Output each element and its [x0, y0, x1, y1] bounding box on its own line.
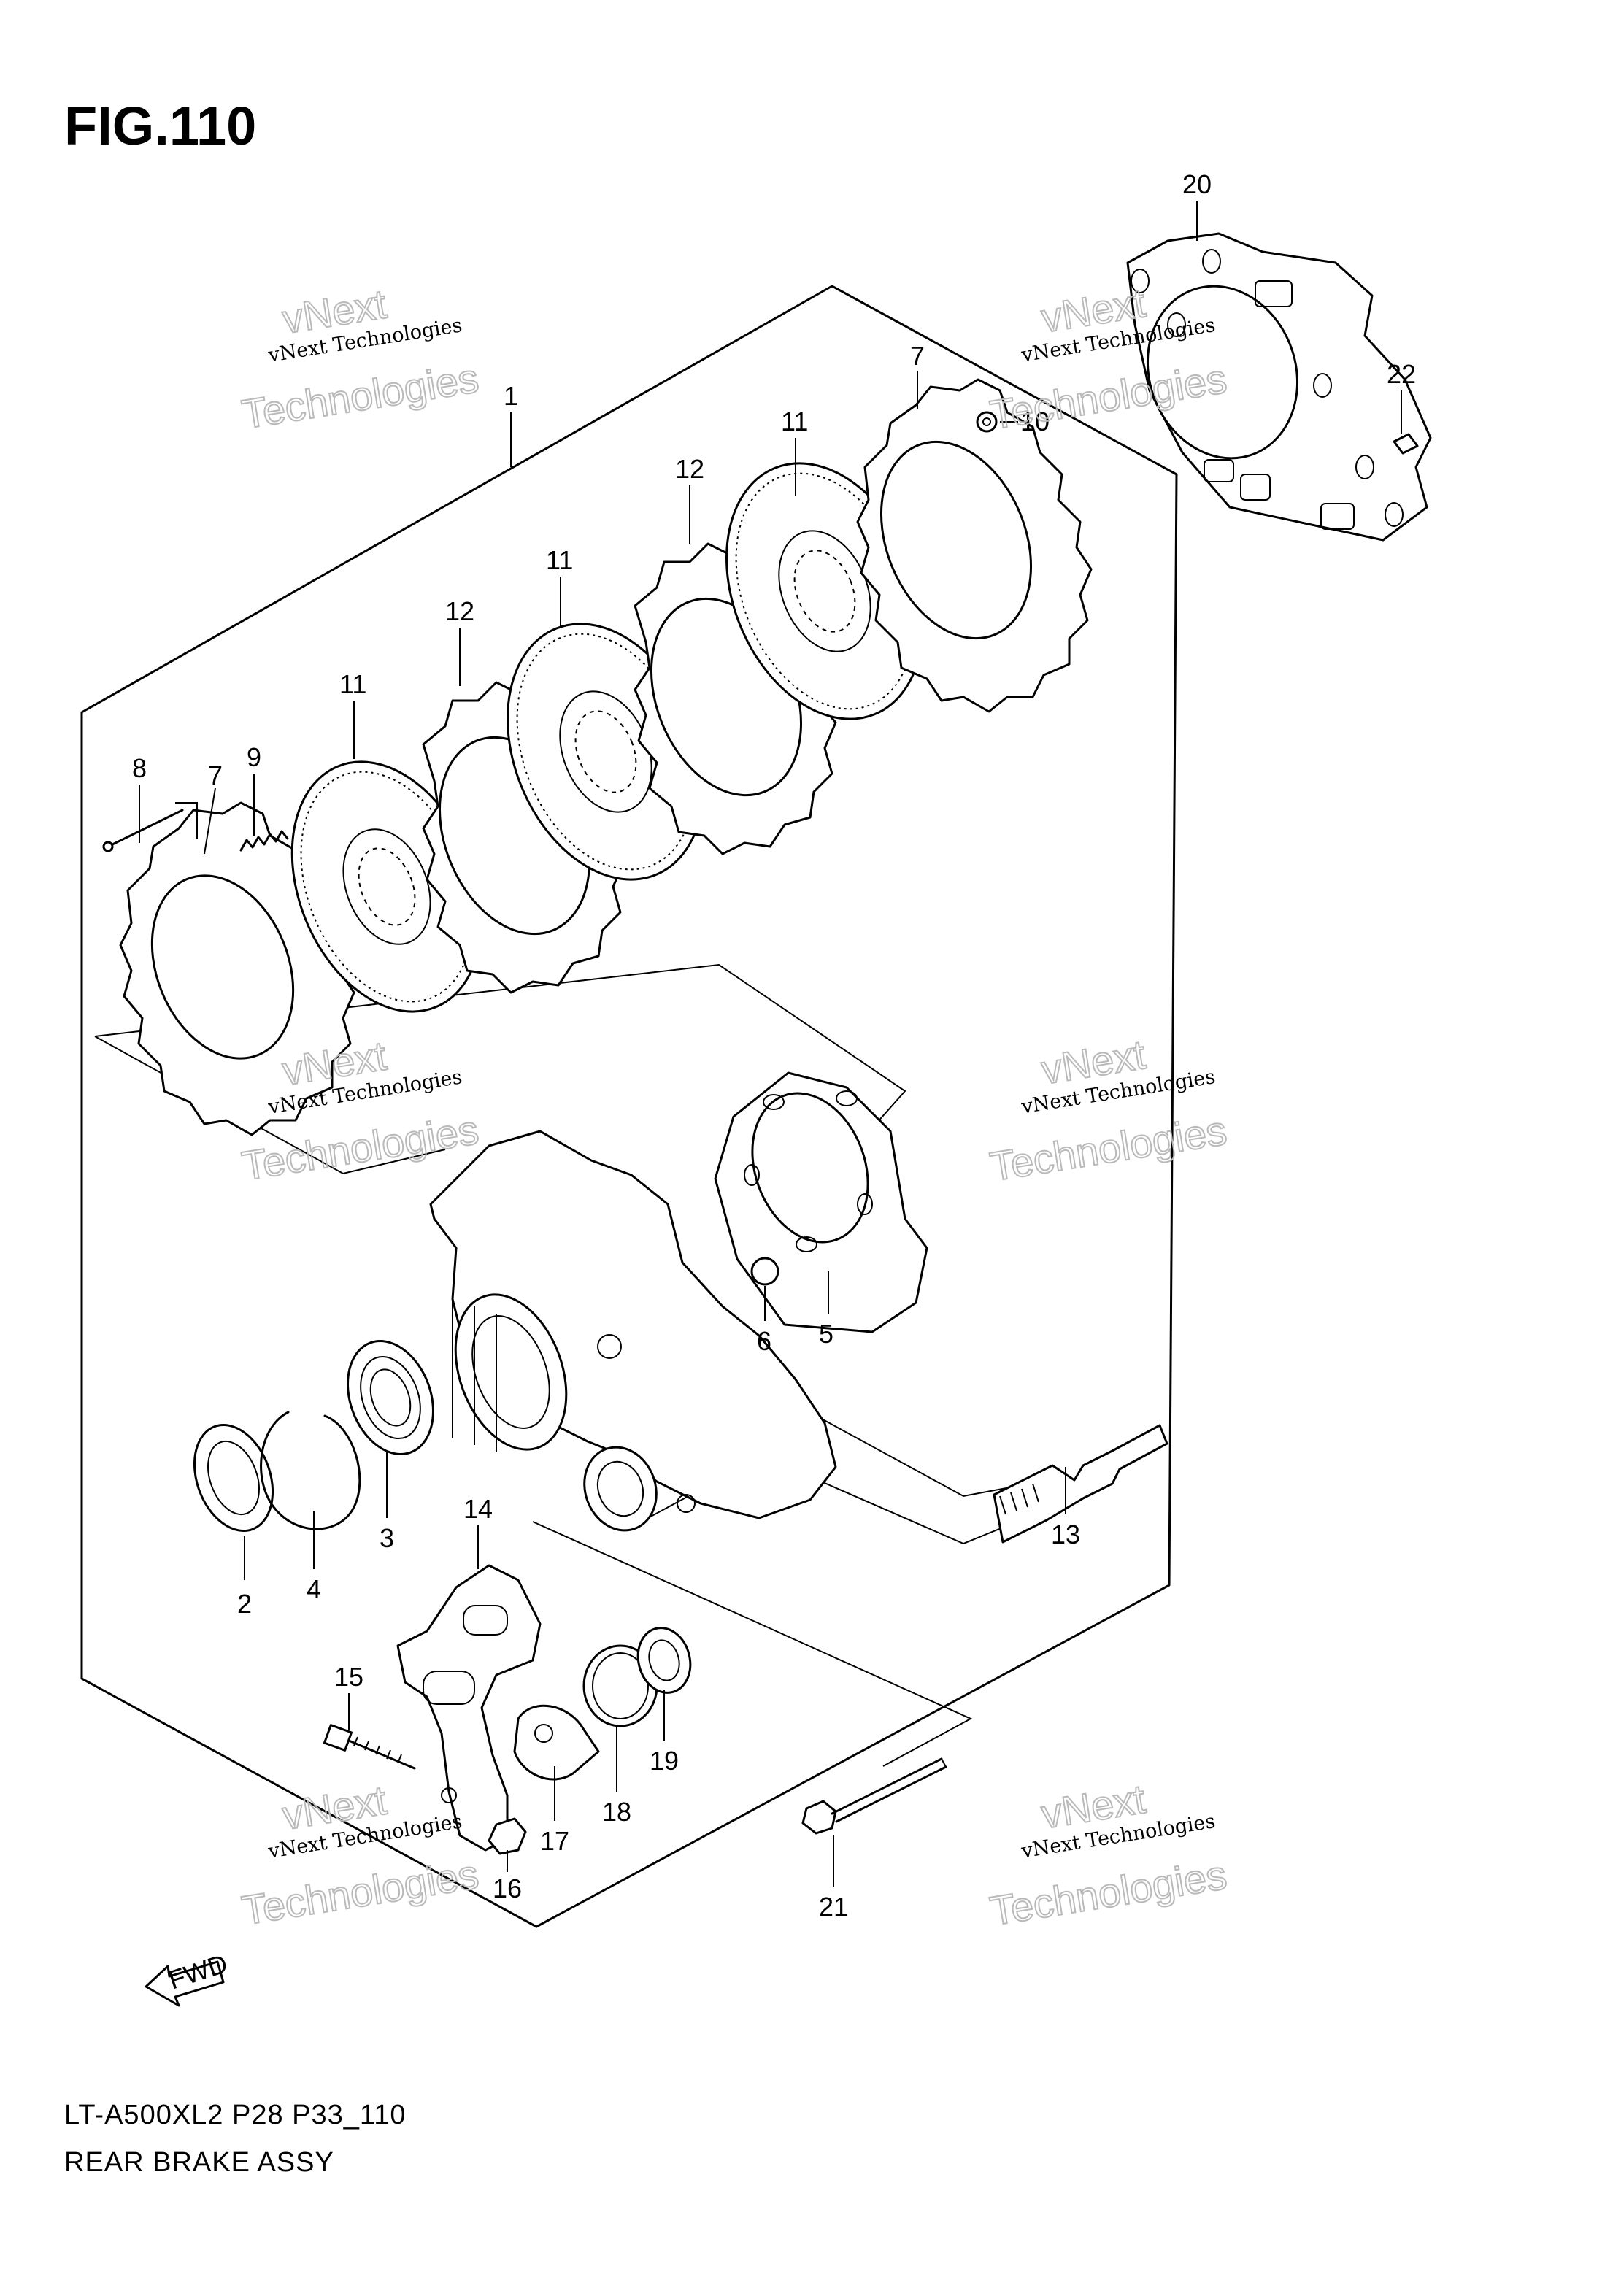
callout-11-middle: 11 — [546, 545, 573, 575]
callout-15: 15 — [334, 1662, 363, 1692]
bolt-15 — [323, 1724, 416, 1770]
watermark-top-left: vNext vNext Technologies Technologies — [238, 280, 482, 438]
callout-11-right: 11 — [781, 407, 808, 436]
callout-7-left: 7 — [208, 760, 223, 790]
callout-7-right: 7 — [910, 341, 925, 371]
bracket-5 — [714, 1071, 928, 1333]
clip-10 — [976, 411, 998, 433]
callout-3: 3 — [380, 1523, 394, 1553]
bracket-shaft — [762, 1386, 1023, 1498]
dowel-22 — [1393, 433, 1419, 455]
brake-housing — [429, 1130, 837, 1532]
callout-12-left: 12 — [445, 596, 474, 626]
leader-lines — [139, 201, 1402, 1887]
watermark-bottom-right: vNext vNext Technologies Technologies — [986, 1775, 1231, 1935]
callout-6: 6 — [757, 1326, 771, 1356]
seal-19 — [636, 1627, 692, 1694]
spring-9 — [239, 830, 289, 852]
figure-title: FIG.110 — [64, 96, 256, 156]
assembly-outline — [80, 285, 1178, 1928]
callout-18: 18 — [602, 1797, 631, 1827]
svg-text:Technologies: Technologies — [239, 355, 482, 437]
callout-20: 20 — [1182, 169, 1212, 199]
lever-14 — [396, 1564, 542, 1852]
callout-22: 22 — [1387, 359, 1416, 389]
callout-9: 9 — [247, 742, 261, 772]
svg-text:Technologies: Technologies — [987, 1107, 1230, 1190]
fwd-arrow: FWD — [145, 1948, 231, 2007]
watermark-middle-right: vNext vNext Technologies Technologies — [986, 1030, 1231, 1190]
footer-model-code: LT-A500XL2 P28 P33_110 — [64, 2100, 407, 2130]
nut-16 — [488, 1817, 527, 1855]
callout-2: 2 — [237, 1589, 252, 1619]
bearing-3 — [347, 1340, 434, 1455]
plate-7-right — [856, 378, 1093, 713]
bolt-21 — [801, 1757, 947, 1835]
svg-text:Technologies: Technologies — [239, 1851, 482, 1933]
callout-labels: 1 2 3 5 6 4 7 7 8 9 10 11 11 11 12 12 13… — [132, 169, 1416, 1922]
pin-8 — [102, 802, 198, 852]
callout-5: 5 — [819, 1319, 833, 1349]
circlip-4 — [260, 1411, 361, 1530]
shaft-13 — [993, 1424, 1168, 1544]
callout-1: 1 — [504, 381, 518, 411]
callout-14: 14 — [463, 1494, 493, 1524]
gasket-20 — [1126, 232, 1432, 542]
callout-11-left: 11 — [339, 669, 366, 699]
callout-4: 4 — [307, 1574, 321, 1604]
ball-6 — [750, 1257, 779, 1286]
bracket-lower — [532, 1521, 973, 1767]
callout-12-right: 12 — [675, 454, 704, 484]
callout-21: 21 — [819, 1892, 848, 1922]
callout-10: 10 — [1020, 407, 1050, 436]
seal-2 — [193, 1423, 274, 1533]
watermark-bottom-left: vNext vNext Technologies Technologies — [238, 1776, 482, 1934]
callout-8: 8 — [132, 753, 147, 783]
callout-16: 16 — [493, 1873, 522, 1903]
footer-assembly-name: REAR BRAKE ASSY — [64, 2147, 334, 2178]
callout-13: 13 — [1051, 1519, 1080, 1549]
plate-17 — [513, 1704, 600, 1781]
callout-17: 17 — [540, 1826, 569, 1856]
callout-19: 19 — [650, 1746, 679, 1776]
svg-text:Technologies: Technologies — [987, 1852, 1230, 1934]
